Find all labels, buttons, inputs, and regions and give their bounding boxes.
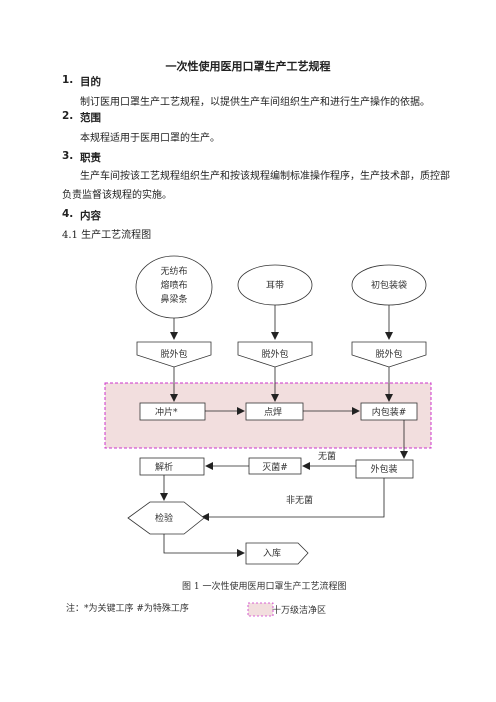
analyze-label: 解析 <box>155 461 173 473</box>
warehouse-node <box>245 542 309 565</box>
inspect-label: 检验 <box>155 512 173 524</box>
punch-label: 冲片* <box>155 406 178 418</box>
ear-band-label: 耳带 <box>266 280 284 291</box>
section-1-number: 1. <box>62 74 74 86</box>
legend-zone-label: 十万级洁净区 <box>272 604 326 616</box>
raw-material-3: 鼻梁条 <box>160 293 187 305</box>
analyze-node <box>139 457 205 476</box>
legend-zone-swatch <box>247 602 274 617</box>
punch-node <box>139 402 206 421</box>
unpack-label-2: 脱外包 <box>261 348 288 360</box>
page-title: 一次性使用医用口罩生产工艺规程 <box>165 60 331 73</box>
section-3-number: 3. <box>62 150 74 162</box>
section-2-heading: 范围 <box>80 112 101 124</box>
section-3-body-line1: 生产车间按该工艺规程组织生产和按该规程编制标准操作程序，生产技术部，质控部 <box>80 171 450 182</box>
section-4-number: 4. <box>62 208 74 220</box>
unpack-label-1: 脱外包 <box>160 348 187 360</box>
weld-node <box>245 402 304 421</box>
inner-pack-node <box>360 402 418 421</box>
edge-label-non-sterile: 非无菌 <box>286 494 313 506</box>
raw-material-1: 无纺布 <box>160 265 187 277</box>
outer-pack-label: 外包装 <box>370 463 397 475</box>
sterilize-label: 灭菌# <box>262 461 288 473</box>
weld-label: 点焊 <box>264 406 282 418</box>
section-2-body: 本规程适用于医用口罩的生产。 <box>80 133 220 144</box>
section-3-body-line2: 负责监督该规程的实施。 <box>62 190 172 201</box>
subsection-title: 4.1 生产工艺流程图 <box>62 230 152 241</box>
unpack-node-1 <box>136 341 212 368</box>
section-2-number: 2. <box>62 110 74 122</box>
section-1-body: 制订医用口罩生产工艺规程，以提供生产车间组织生产和进行生产操作的依据。 <box>80 97 430 108</box>
section-1-heading: 目的 <box>80 76 101 88</box>
outer-pack-node <box>355 459 414 479</box>
warehouse-label: 入库 <box>263 547 281 559</box>
figure-caption: 图 1 一次性使用医用口罩生产工艺流程图 <box>182 580 346 592</box>
section-4-heading: 内容 <box>80 210 101 222</box>
legend-note: 注：*为关键工序 #为特殊工序 <box>66 602 189 614</box>
unpack-node-3 <box>351 341 427 368</box>
pack-bag-label: 初包装袋 <box>371 279 407 291</box>
section-3-heading: 职责 <box>80 152 101 164</box>
edge-label-no-sterile: 无菌 <box>318 450 336 462</box>
unpack-label-3: 脱外包 <box>375 348 402 360</box>
inner-pack-label: 内包装# <box>372 406 407 418</box>
inspect-node <box>127 501 205 535</box>
raw-material-2: 熔喷布 <box>160 279 187 291</box>
unpack-node-2 <box>237 341 313 368</box>
